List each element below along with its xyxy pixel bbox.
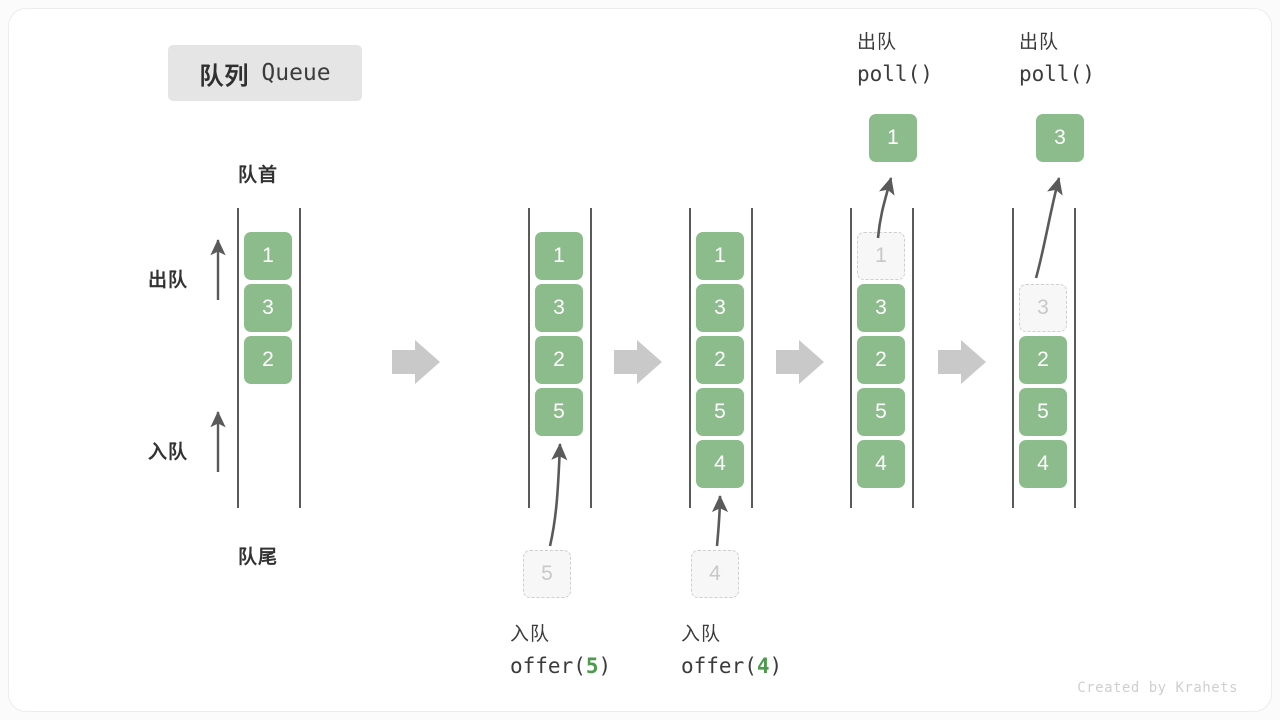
rail-left-col3 (689, 208, 691, 508)
queue-cell: 5 (857, 388, 905, 436)
queue-cell-ghost: 1 (857, 232, 905, 280)
caption-poll-1-code: poll() (857, 62, 933, 86)
queue-cell: 5 (1019, 388, 1067, 436)
queue-cell: 5 (696, 388, 744, 436)
queue-cell: 1 (244, 232, 292, 280)
caption-poll-2-cn: 出队 (1019, 32, 1060, 53)
queue-cell: 3 (535, 284, 583, 332)
rail-left-col1 (237, 208, 239, 508)
queue-cell: 1 (696, 232, 744, 280)
incoming-ghost-4: 4 (691, 550, 739, 598)
popped-cell-1: 1 (869, 114, 917, 162)
title-badge: 队列 Queue (168, 45, 362, 101)
rail-right-col2 (590, 208, 592, 508)
caption-offer-4-value: 4 (756, 654, 770, 678)
caption-poll-1: 出队 poll() (857, 28, 933, 90)
label-front: 队首 (238, 165, 279, 186)
caption-offer-5-cn: 入队 (510, 624, 551, 645)
queue-cell: 3 (244, 284, 292, 332)
queue-cell: 1 (535, 232, 583, 280)
title-chinese: 队列 (199, 62, 250, 90)
caption-poll-2-code: poll() (1019, 62, 1095, 86)
queue-cell-ghost: 3 (1019, 284, 1067, 332)
queue-cell: 4 (1019, 440, 1067, 488)
queue-cell: 2 (244, 336, 292, 384)
label-dequeue: 出队 (148, 270, 189, 291)
label-enqueue: 入队 (148, 442, 189, 463)
rail-left-col2 (528, 208, 530, 508)
queue-cell: 3 (696, 284, 744, 332)
caption-offer-5-code: offer(5) (510, 654, 612, 678)
caption-offer-4: 入队 offer(4) (681, 620, 782, 682)
rail-right-col1 (299, 208, 301, 508)
rail-right-col4 (912, 208, 914, 508)
queue-cell: 4 (857, 440, 905, 488)
rail-left-col4 (850, 208, 852, 508)
watermark: Created by Krahets (1077, 680, 1238, 696)
queue-cell: 2 (696, 336, 744, 384)
caption-poll-1-cn: 出队 (857, 32, 898, 53)
rail-right-col3 (751, 208, 753, 508)
caption-offer-4-code: offer(4) (681, 654, 783, 678)
label-rear: 队尾 (238, 547, 279, 568)
queue-cell: 5 (535, 388, 583, 436)
queue-cell: 2 (535, 336, 583, 384)
popped-cell-3: 3 (1036, 114, 1084, 162)
incoming-ghost-5: 5 (523, 550, 571, 598)
title-english: Queue (261, 60, 331, 86)
queue-cell: 2 (1019, 336, 1067, 384)
caption-offer-5: 入队 offer(5) (510, 620, 611, 682)
caption-offer-5-value: 5 (585, 654, 599, 678)
caption-offer-4-cn: 入队 (681, 624, 722, 645)
queue-cell: 2 (857, 336, 905, 384)
rail-left-col5 (1012, 208, 1014, 508)
caption-poll-2: 出队 poll() (1019, 28, 1095, 90)
diagram-card (8, 8, 1272, 712)
rail-right-col5 (1074, 208, 1076, 508)
queue-cell: 4 (696, 440, 744, 488)
queue-cell: 3 (857, 284, 905, 332)
